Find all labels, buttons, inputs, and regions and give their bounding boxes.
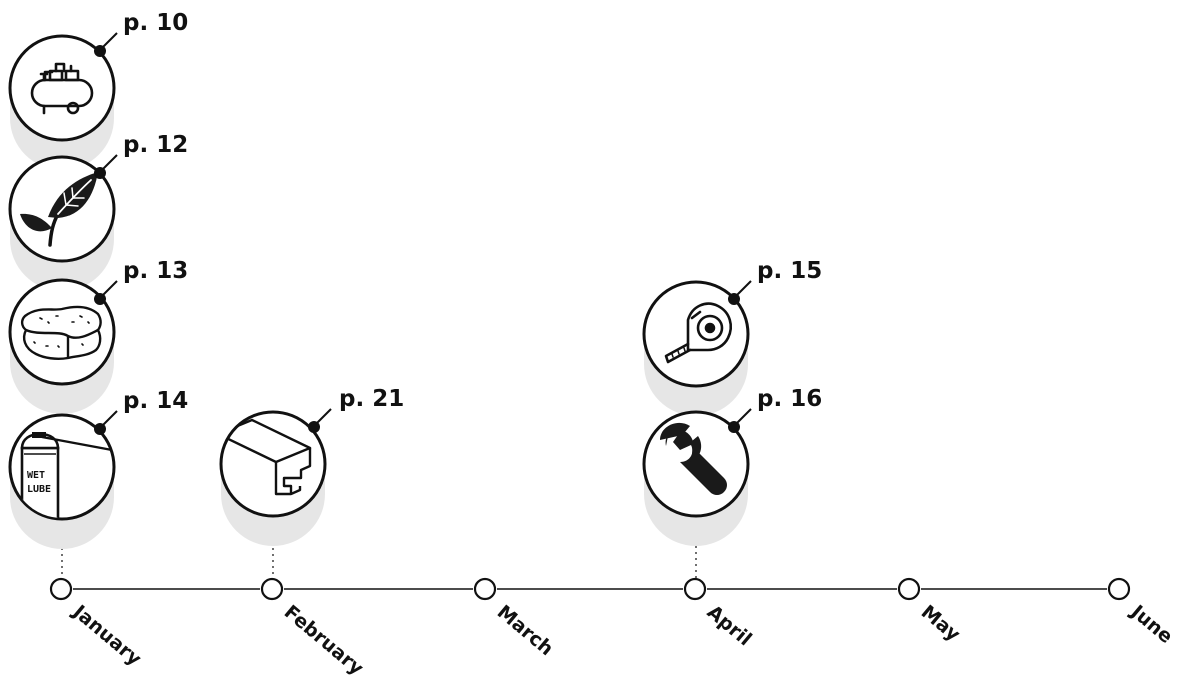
- item-p10[interactable]: p. 10: [8, 10, 188, 170]
- item-pointer-dot: [728, 293, 740, 305]
- month-marker-january[interactable]: [49, 577, 73, 601]
- item-shadow: [10, 209, 114, 291]
- lube-can-text-line1: WET: [27, 470, 45, 481]
- month-marker-march[interactable]: [473, 577, 497, 601]
- item-p14[interactable]: WET LUBE p. 14: [8, 388, 188, 549]
- page-label-p14[interactable]: p. 14: [123, 388, 188, 414]
- item-p13[interactable]: p. 13: [8, 258, 188, 414]
- item-p21[interactable]: p. 21: [218, 386, 404, 546]
- item-pointer-dot: [94, 45, 106, 57]
- page-label-p15[interactable]: p. 15: [757, 258, 822, 284]
- connectors: [61, 140, 697, 578]
- page-label-p21[interactable]: p. 21: [339, 386, 404, 412]
- lube-can-text-line2: LUBE: [27, 484, 51, 495]
- item-shadow: [10, 332, 114, 414]
- page-label-p10[interactable]: p. 10: [123, 10, 188, 36]
- month-marker-april[interactable]: [683, 577, 707, 601]
- item-shadow: [10, 467, 114, 549]
- wrench-icon: [660, 422, 727, 495]
- month-label-june: June: [1125, 600, 1177, 648]
- item-shadow: [644, 334, 748, 416]
- item-p16[interactable]: p. 16: [642, 386, 822, 546]
- month-label-january: January: [67, 600, 146, 671]
- item-pointer-dot: [308, 421, 320, 433]
- month-label-may: May: [917, 601, 965, 646]
- tape-measure-icon: [664, 302, 732, 364]
- month-marker-february[interactable]: [260, 577, 284, 601]
- item-shadow: [10, 88, 114, 170]
- month-label-february: February: [280, 601, 368, 680]
- page-label-p12[interactable]: p. 12: [123, 132, 188, 158]
- item-p15[interactable]: p. 15: [642, 258, 822, 416]
- sponge-icon: [20, 305, 102, 360]
- leaf-icon: [20, 172, 98, 247]
- item-circle: [8, 278, 116, 386]
- month-marker-june[interactable]: [1107, 577, 1131, 601]
- item-pointer-dot: [94, 423, 106, 435]
- page-label-p13[interactable]: p. 13: [123, 258, 188, 284]
- month-label-march: March: [493, 601, 558, 660]
- page-label-p16[interactable]: p. 16: [757, 386, 822, 412]
- air-compressor-icon: [30, 62, 94, 115]
- item-p12[interactable]: p. 12: [8, 132, 188, 291]
- rim-profile-icon: [222, 418, 312, 496]
- item-pointer-dot: [728, 421, 740, 433]
- item-shadow: [221, 464, 325, 546]
- month-markers: [49, 577, 1131, 601]
- item-circle: [8, 34, 116, 142]
- month-labels: January February March April May June: [67, 600, 1177, 680]
- item-pointer-dot: [94, 167, 106, 179]
- month-label-april: April: [703, 601, 756, 650]
- month-marker-may[interactable]: [897, 577, 921, 601]
- item-shadow: [644, 464, 748, 546]
- item-pointer-dot: [94, 293, 106, 305]
